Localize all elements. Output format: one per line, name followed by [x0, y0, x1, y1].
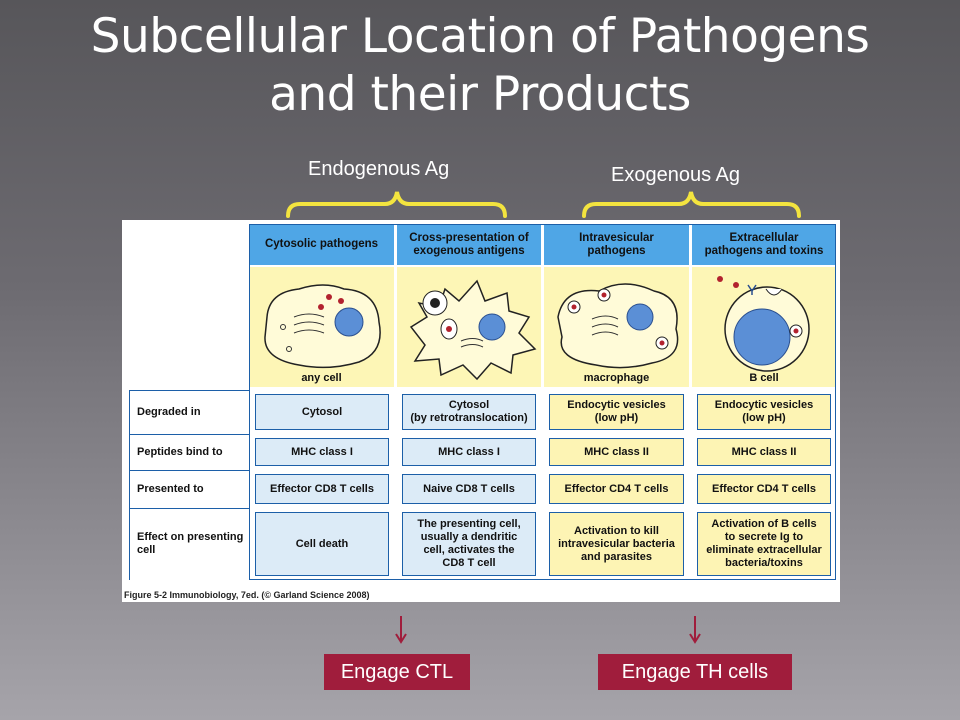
cell-presented-extracellular: Effector CD4 T cells: [697, 474, 831, 504]
cell-degraded-cytosolic: Cytosol: [255, 394, 389, 430]
slide-title-line-1: Subcellular Location of Pathogens: [90, 9, 870, 64]
column-header-cytosolic: Cytosolic pathogens: [249, 224, 394, 265]
any-cell-label: any cell: [301, 372, 342, 384]
endogenous-label: Endogenous Ag: [308, 158, 450, 180]
cell-peptides-extracellular: MHC class II: [697, 438, 831, 466]
row-label-presented: Presented to: [129, 472, 247, 506]
cell-peptides-cytosolic: MHC class I: [255, 438, 389, 466]
b-cell-illustration: B cell: [692, 267, 836, 387]
row-label-effect: Effect on presenting cell: [129, 510, 247, 578]
cell-peptides-intravesicular: MHC class II: [549, 438, 684, 466]
cell-degraded-cross: Cytosol(by retrotranslocation): [402, 394, 536, 430]
row-label-peptides: Peptides bind to: [129, 436, 247, 468]
macrophage-illustration: macrophage: [544, 267, 689, 387]
slide-title-line-2: and their Products: [269, 67, 691, 122]
b-cell-label: B cell: [749, 372, 779, 384]
cell-effect-cytosolic: Cell death: [255, 512, 389, 576]
figure-caption: Figure 5-2 Immunobiology, 7ed. (© Garlan…: [124, 590, 370, 600]
macrophage-label: macrophage: [583, 372, 650, 384]
engage-ctl-label: Engage CTL: [324, 654, 470, 690]
cell-presented-cytosolic: Effector CD8 T cells: [255, 474, 389, 504]
cell-presented-intravesicular: Effector CD4 T cells: [549, 474, 684, 504]
endogenous-brace: [286, 191, 507, 218]
exogenous-brace: [582, 191, 801, 218]
slide-title: Subcellular Location of Pathogens and th…: [0, 8, 960, 124]
dendritic-cell-illustration: [397, 267, 541, 387]
antigen-figure: Cytosolic pathogens Cross-presentation o…: [122, 220, 840, 602]
cell-degraded-extracellular: Endocytic vesicles(low pH): [697, 394, 831, 430]
engage-th-cells-label: Engage TH cells: [598, 654, 792, 690]
cell-presented-cross: Naive CD8 T cells: [402, 474, 536, 504]
down-arrow-icon: [689, 616, 701, 644]
any-cell-illustration: any cell: [249, 267, 394, 387]
cell-peptides-cross: MHC class I: [402, 438, 536, 466]
cell-degraded-intravesicular: Endocytic vesicles(low pH): [549, 394, 684, 430]
down-arrow-icon: [395, 616, 407, 644]
exogenous-label: Exogenous Ag: [611, 164, 740, 186]
row-label-degraded: Degraded in: [129, 392, 247, 432]
